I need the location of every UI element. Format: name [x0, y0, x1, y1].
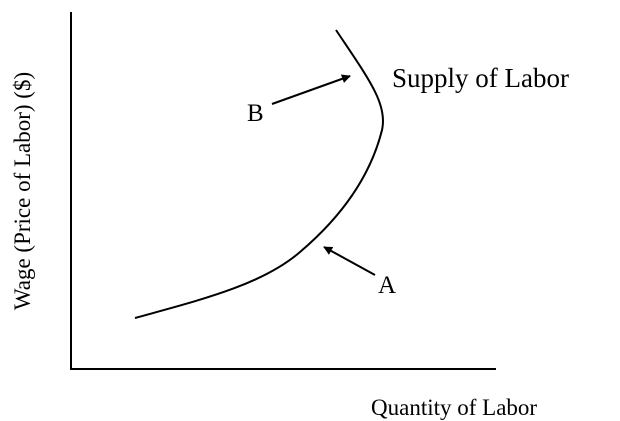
- arrow-a: [323, 246, 376, 276]
- arrow-b: [271, 74, 351, 105]
- point-a-label: A: [378, 272, 396, 299]
- x-axis-label: Quantity of Labor: [371, 395, 537, 420]
- curve-label: Supply of Labor: [392, 63, 569, 93]
- supply-of-labor-curve: [134, 29, 385, 319]
- y-axis-label: Wage (Price of Labor) ($): [10, 72, 35, 310]
- point-b-label: B: [247, 100, 264, 127]
